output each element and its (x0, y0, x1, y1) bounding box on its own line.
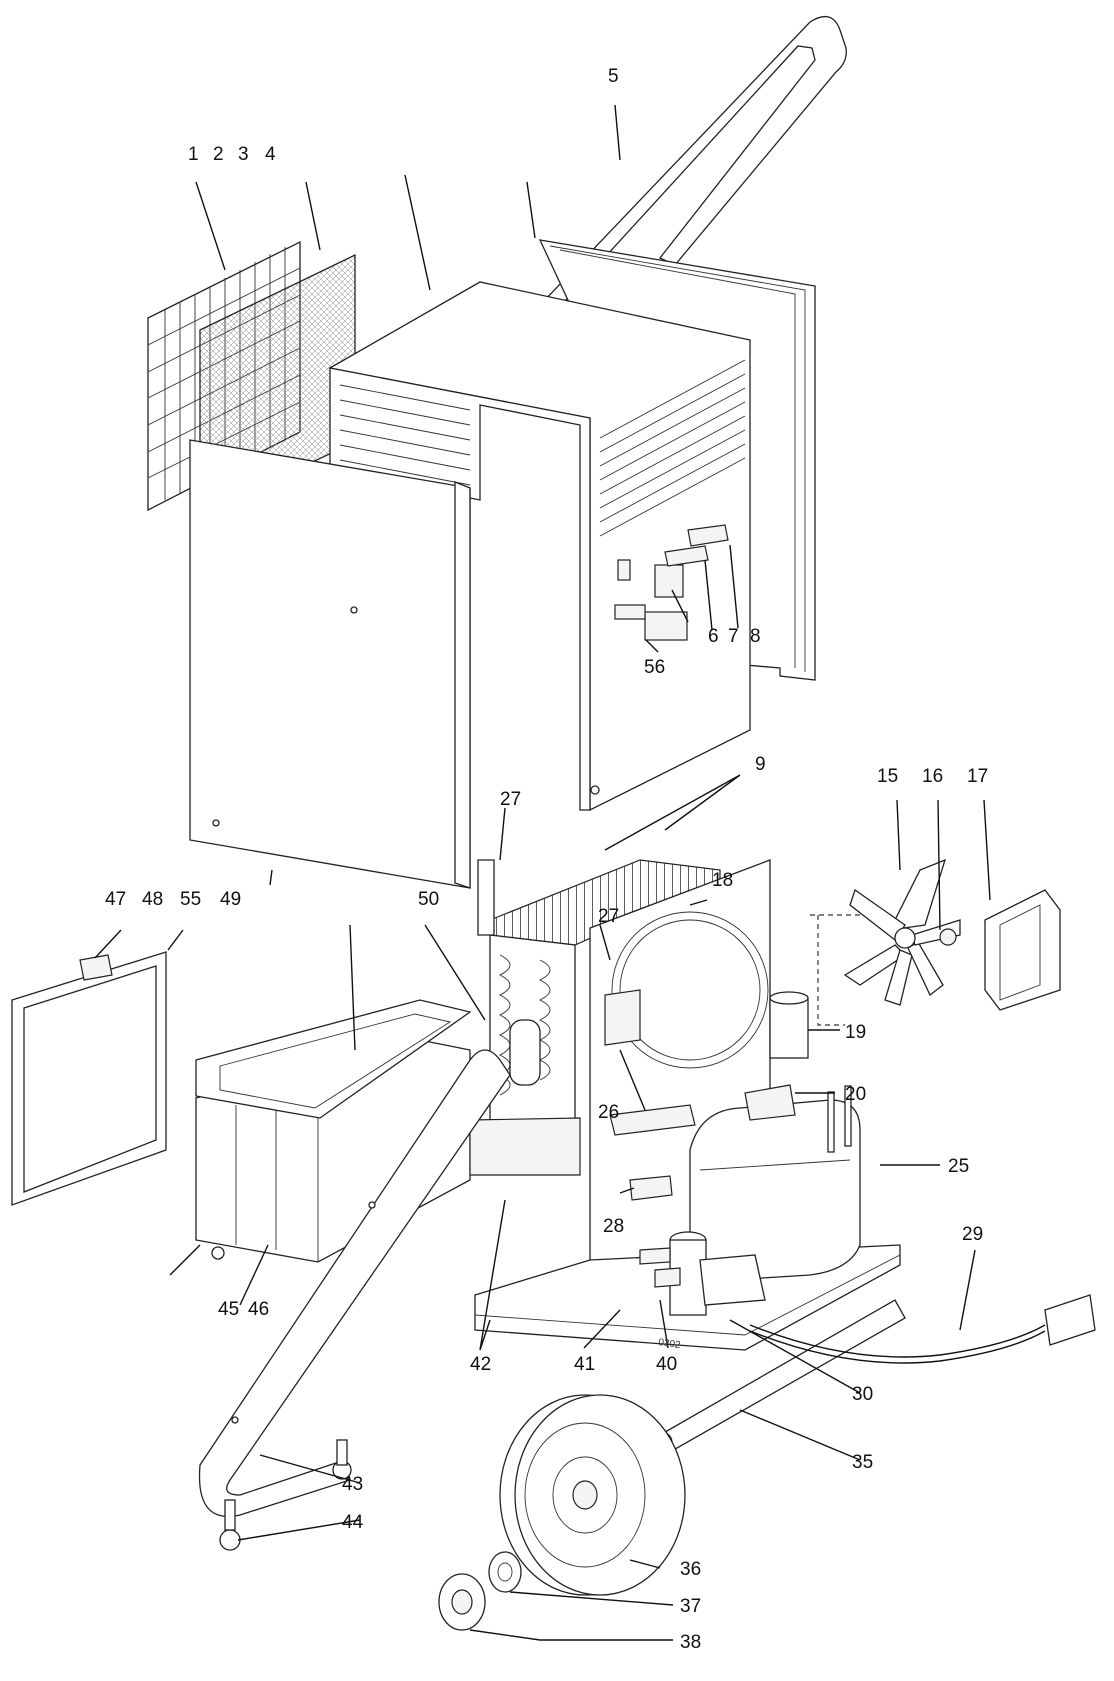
callout-42: 42 (470, 1354, 491, 1375)
callout-19: 19 (845, 1022, 866, 1043)
leader-lines (94, 104, 991, 1641)
callout-labels: 1 2 3 4 5 6 7 8 9 15 16 17 18 19 20 25 2… (105, 66, 988, 1653)
callout-43: 43 (342, 1474, 363, 1495)
callout-16: 16 (922, 766, 943, 787)
small-components (604, 989, 809, 1288)
callout-37: 37 (680, 1596, 701, 1617)
callout-6: 6 (708, 626, 719, 647)
heat-exchanger-part (477, 859, 721, 1151)
callout-56: 56 (644, 657, 665, 678)
base-stamp: 0302 (658, 1337, 682, 1351)
callout-18: 18 (712, 870, 733, 891)
callout-1: 1 (188, 144, 199, 165)
callout-7: 7 (728, 626, 739, 647)
callout-55: 55 (180, 889, 201, 910)
callout-5: 5 (608, 66, 619, 87)
callout-36: 36 (680, 1559, 701, 1580)
callout-2: 2 (213, 144, 224, 165)
fan-part (810, 858, 1061, 1026)
callout-25: 25 (948, 1156, 969, 1177)
callout-17: 17 (967, 766, 988, 787)
callout-27b: 27 (598, 906, 619, 927)
callout-15: 15 (877, 766, 898, 787)
callout-28: 28 (603, 1216, 624, 1237)
callout-8: 8 (750, 626, 761, 647)
callout-35: 35 (852, 1452, 873, 1473)
callout-50: 50 (418, 889, 439, 910)
callout-38: 38 (680, 1632, 701, 1653)
callout-44: 44 (342, 1512, 364, 1533)
compressor-part (669, 1085, 861, 1316)
callout-46: 46 (248, 1299, 269, 1320)
drip-frame-part (11, 951, 167, 1206)
callout-47: 47 (105, 889, 126, 910)
callout-9: 9 (755, 754, 766, 775)
callout-48: 48 (142, 889, 163, 910)
callout-45: 45 (218, 1299, 239, 1320)
callout-29: 29 (962, 1224, 983, 1245)
callout-3: 3 (238, 144, 249, 165)
callout-27a: 27 (500, 789, 521, 810)
wheel-part (438, 1394, 686, 1631)
callout-4: 4 (265, 144, 276, 165)
callout-20: 20 (845, 1084, 866, 1105)
callout-41: 41 (574, 1354, 595, 1375)
callout-30: 30 (852, 1384, 873, 1405)
callout-49: 49 (220, 889, 241, 910)
front-panel-part (189, 439, 471, 889)
callout-26: 26 (598, 1102, 619, 1123)
callout-40: 40 (656, 1354, 677, 1375)
